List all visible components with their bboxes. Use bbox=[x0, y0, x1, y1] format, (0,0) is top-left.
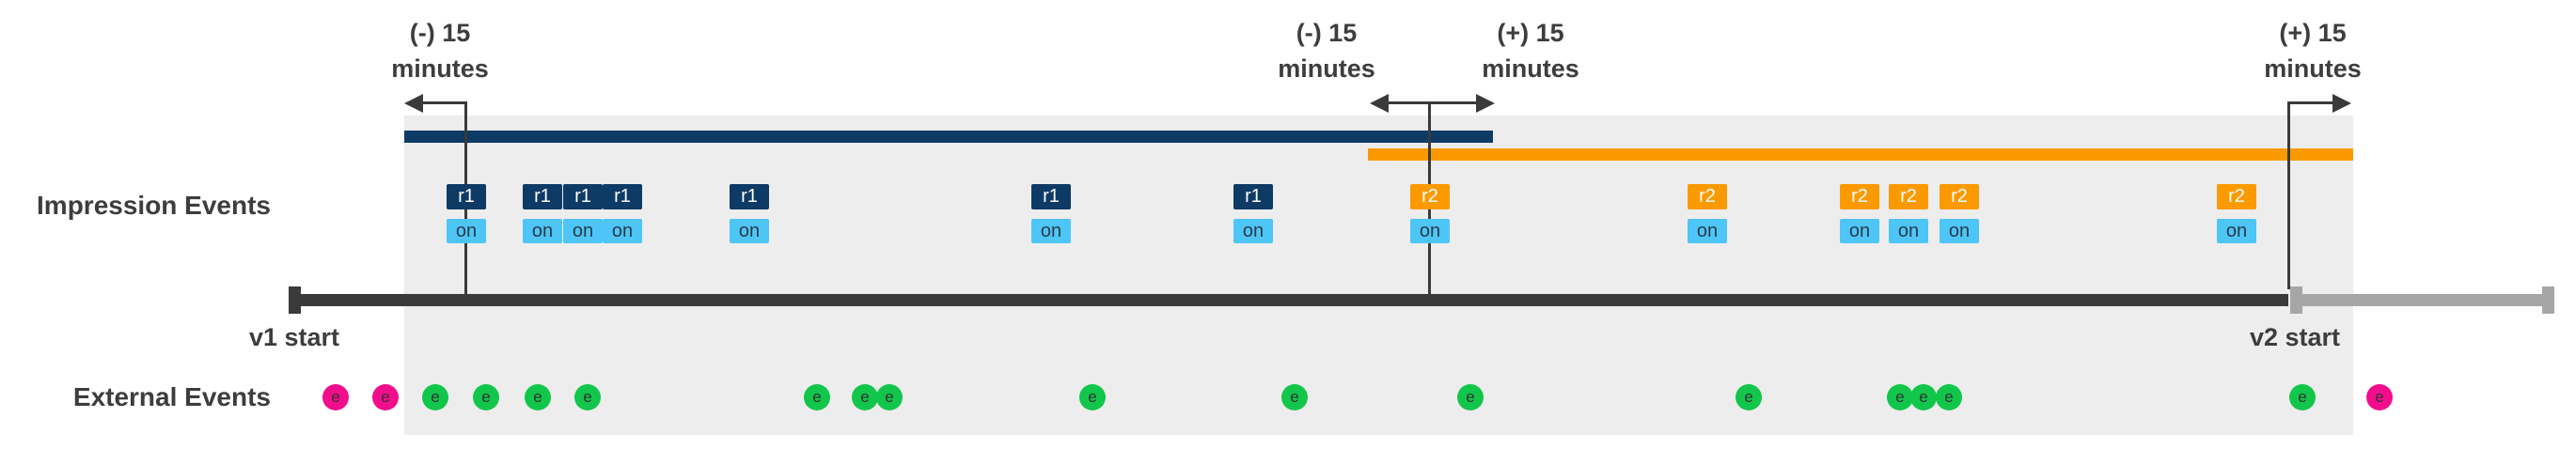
annotation-line2: minutes bbox=[1278, 54, 1375, 83]
r1-box: r1 bbox=[603, 184, 642, 209]
annotation-minus15-mid: (-) 15 minutes bbox=[1223, 15, 1430, 86]
r2-box: r2 bbox=[1688, 184, 1727, 209]
arrow-left-icon bbox=[1370, 94, 1389, 113]
on-box: on bbox=[603, 219, 642, 243]
external-event-green: e bbox=[1079, 384, 1106, 410]
external-event-green: e bbox=[1910, 384, 1937, 410]
r2-box: r2 bbox=[2217, 184, 2256, 209]
r1-active-bar bbox=[404, 131, 1493, 143]
on-box: on bbox=[1840, 219, 1879, 243]
impression-event-r1: r1 on bbox=[1233, 184, 1273, 243]
annotation-line1: (+) 15 bbox=[1497, 19, 1564, 47]
impression-event-r2: r2 on bbox=[1889, 184, 1928, 243]
analysis-window-background bbox=[404, 116, 2353, 435]
arrow-right-icon bbox=[2333, 94, 2351, 113]
external-event-green: e bbox=[525, 384, 551, 410]
external-event-green: e bbox=[1457, 384, 1484, 410]
arrow-right-icon bbox=[1476, 94, 1495, 113]
annotation-line2: minutes bbox=[391, 54, 489, 83]
arrow-left-icon bbox=[404, 94, 423, 113]
external-event-green: e bbox=[1887, 384, 1913, 410]
external-event-green: e bbox=[574, 384, 601, 410]
annotation-line2: minutes bbox=[1482, 54, 1579, 83]
on-box: on bbox=[1031, 219, 1071, 243]
external-event-pink: e bbox=[322, 384, 349, 410]
on-box: on bbox=[1233, 219, 1273, 243]
external-event-green: e bbox=[422, 384, 448, 410]
on-box: on bbox=[2217, 219, 2256, 243]
r2-box: r2 bbox=[1889, 184, 1928, 209]
r2-box: r2 bbox=[1840, 184, 1879, 209]
external-event-green: e bbox=[473, 384, 499, 410]
v1-start-label: v1 start bbox=[248, 323, 340, 351]
external-event-green: e bbox=[804, 384, 830, 410]
on-box: on bbox=[1889, 219, 1928, 243]
r1-box: r1 bbox=[1233, 184, 1273, 209]
external-events-label: External Events bbox=[72, 382, 271, 411]
impression-event-r1: r1 on bbox=[730, 184, 769, 243]
on-box: on bbox=[447, 219, 486, 243]
r1-box: r1 bbox=[563, 184, 603, 209]
r1-box: r1 bbox=[447, 184, 486, 209]
annotation-line1: (-) 15 bbox=[1296, 19, 1358, 47]
v1-start-tick bbox=[289, 286, 301, 314]
r1-box: r1 bbox=[1031, 184, 1071, 209]
r2-box: r2 bbox=[1940, 184, 1979, 209]
external-event-pink: e bbox=[2366, 384, 2393, 410]
impression-event-r1: r1 on bbox=[523, 184, 562, 243]
arrow-line bbox=[1387, 101, 1478, 104]
r2-box: r2 bbox=[1410, 184, 1450, 209]
on-box: on bbox=[1410, 219, 1450, 243]
arrow-line bbox=[2289, 101, 2334, 104]
impression-event-r2: r2 on bbox=[1840, 184, 1879, 243]
r1-box: r1 bbox=[523, 184, 562, 209]
on-box: on bbox=[730, 219, 769, 243]
external-event-pink: e bbox=[372, 384, 399, 410]
impression-events-label: Impression Events bbox=[37, 191, 271, 220]
impression-event-r1: r1 on bbox=[603, 184, 642, 243]
external-event-green: e bbox=[2289, 384, 2316, 410]
on-box: on bbox=[1940, 219, 1979, 243]
external-event-green: e bbox=[876, 384, 903, 410]
arrow-line bbox=[421, 101, 467, 104]
external-event-green: e bbox=[1936, 384, 1962, 410]
impression-event-r2: r2 on bbox=[1688, 184, 1727, 243]
v2-start-label: v2 start bbox=[2249, 323, 2341, 351]
timeline-end-tick bbox=[2542, 286, 2554, 314]
v2-start-tick bbox=[2290, 286, 2302, 314]
annotation-line1: (+) 15 bbox=[2279, 19, 2347, 47]
impression-event-r2: r2 on bbox=[1410, 184, 1450, 243]
r2-active-bar bbox=[1368, 148, 2353, 161]
timeline-v2-segment bbox=[2290, 294, 2554, 306]
on-box: on bbox=[1688, 219, 1727, 243]
impression-event-r1: r1 on bbox=[1031, 184, 1071, 243]
impression-event-r2: r2 on bbox=[2217, 184, 2256, 243]
timeline-v1-segment bbox=[289, 294, 2288, 306]
marker-line-v2-window bbox=[2287, 101, 2290, 289]
impression-event-r1: r1 on bbox=[563, 184, 603, 243]
external-event-green: e bbox=[852, 384, 878, 410]
external-event-green: e bbox=[1281, 384, 1308, 410]
impression-event-r2: r2 on bbox=[1940, 184, 1979, 243]
annotation-line2: minutes bbox=[2264, 54, 2362, 83]
annotation-line1: (-) 15 bbox=[409, 19, 471, 47]
external-event-green: e bbox=[1736, 384, 1762, 410]
annotation-plus15-mid: (+) 15 minutes bbox=[1427, 15, 1634, 86]
r1-box: r1 bbox=[730, 184, 769, 209]
on-box: on bbox=[563, 219, 603, 243]
annotation-plus15-right: (+) 15 minutes bbox=[2209, 15, 2416, 86]
annotation-minus15-left: (-) 15 minutes bbox=[337, 15, 543, 86]
on-box: on bbox=[523, 219, 562, 243]
impression-event-r1: r1 on bbox=[447, 184, 486, 243]
